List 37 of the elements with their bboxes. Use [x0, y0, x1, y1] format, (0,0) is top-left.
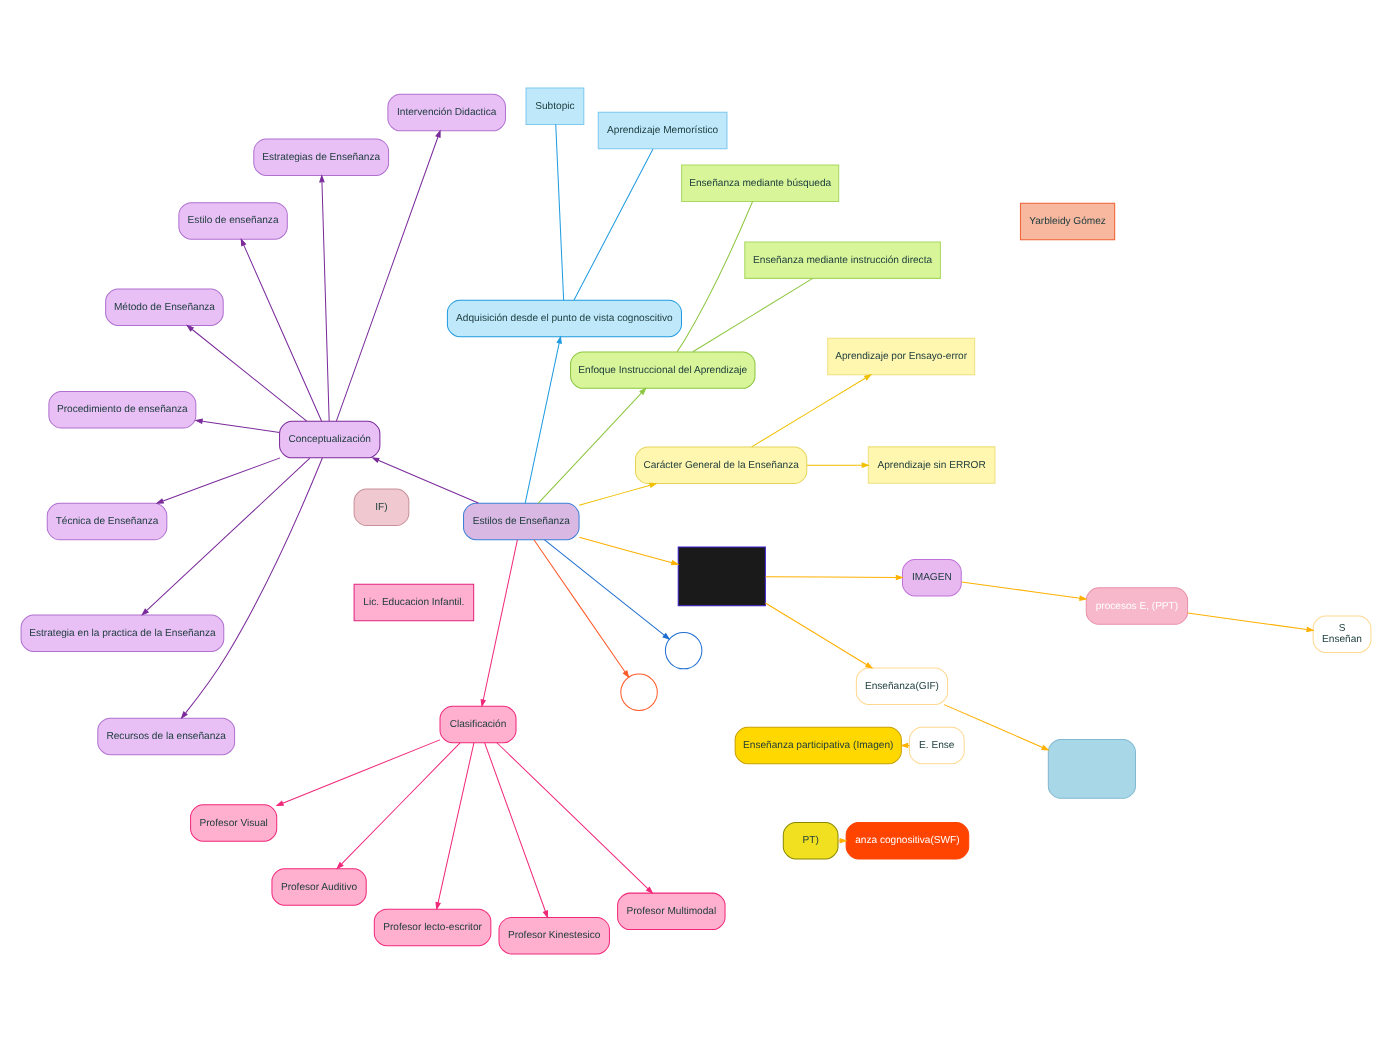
arrow: [764, 601, 874, 668]
connector: [676, 200, 754, 352]
arrow: [496, 741, 654, 894]
arrow: [275, 738, 441, 806]
arrow: [533, 538, 630, 678]
arrow: [537, 386, 647, 503]
arrow: [484, 741, 549, 918]
arrow: [371, 456, 479, 503]
arrow: [524, 334, 562, 503]
arrow: [336, 741, 461, 869]
node-box: [1047, 738, 1136, 798]
arrow: [180, 456, 323, 719]
arrow: [240, 236, 323, 421]
arrow: [578, 535, 680, 565]
arrow: [155, 456, 281, 503]
connector: [555, 123, 565, 300]
arrow: [335, 128, 441, 421]
node-box: [677, 545, 766, 606]
arrow: [806, 461, 870, 467]
arrow: [319, 173, 330, 421]
node-circle: [620, 672, 658, 711]
arrow: [435, 741, 475, 910]
connector: [573, 147, 654, 300]
arrow: [900, 741, 910, 748]
arrow: [751, 373, 873, 447]
arrow: [194, 417, 281, 432]
arrow: [837, 836, 848, 843]
arrow: [943, 703, 1050, 750]
arrow: [578, 481, 658, 505]
arrow: [544, 538, 671, 639]
arrow: [961, 580, 1088, 600]
arrow: [1187, 611, 1315, 632]
arrow: [765, 573, 904, 580]
arrow: [141, 456, 311, 615]
connector: [692, 276, 814, 352]
arrow: [186, 323, 308, 421]
arrow: [480, 538, 518, 707]
